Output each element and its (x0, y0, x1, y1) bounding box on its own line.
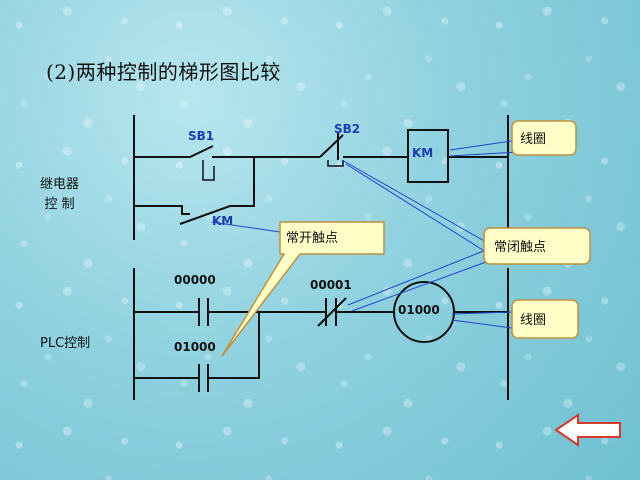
label-01000-coil: 01000 (398, 303, 440, 317)
callout-coil-top-text: 线圈 (520, 132, 546, 147)
sb1-contact (134, 145, 320, 158)
back-button[interactable] (552, 412, 624, 448)
km-coil-label: KM (412, 146, 433, 160)
sb1-label: SB1 (188, 129, 214, 143)
relay-ladder (133, 115, 509, 240)
leader-coil-top (449, 139, 519, 157)
rung-01000-branch (134, 312, 260, 379)
relay-label-line2: 控 制 (44, 197, 75, 212)
plc-labels: 00000 01000 00001 01000 (174, 273, 440, 354)
callout-normally-closed (483, 227, 591, 265)
callout-normally-open (221, 221, 385, 357)
sb1-button-stem (202, 160, 215, 181)
contact-00001-slash (317, 297, 347, 327)
leader-nc-contact-bottom (347, 249, 487, 312)
callout-coil-bottom-text: 线圈 (520, 313, 546, 328)
sb2-label: SB2 (334, 122, 360, 136)
callout-coil-top (511, 120, 577, 156)
relay-label-line1: 继电器 (40, 177, 80, 192)
label-01000-contact: 01000 (174, 340, 216, 354)
km-branch-left (134, 205, 190, 215)
leader-nc-contact-top (341, 159, 487, 253)
page-title: (2)两种控制的梯形图比较 (46, 60, 281, 84)
leader-lines (211, 139, 519, 329)
leader-no-contact (211, 221, 281, 233)
sb2-button-stem (327, 160, 344, 167)
relay-control-label: 继电器 控 制 (40, 175, 79, 215)
plc-ladder (133, 268, 509, 400)
callout-coil-bottom (511, 299, 579, 339)
relay-labels: SB1 SB2 KM KM (188, 122, 433, 228)
km-contact-label: KM (212, 214, 233, 228)
back-arrow-icon (554, 413, 621, 447)
sb2-contact-blade (319, 134, 344, 158)
plc-control-label: PLC控制 (40, 336, 91, 351)
callout-normally-open-text: 常开触点 (286, 231, 338, 246)
leader-coil-bottom (451, 311, 513, 329)
label-00001: 00001 (310, 278, 352, 292)
callout-normally-closed-text: 常闭触点 (494, 240, 546, 255)
label-00000: 00000 (174, 273, 216, 287)
km-contact-blade (179, 157, 255, 225)
